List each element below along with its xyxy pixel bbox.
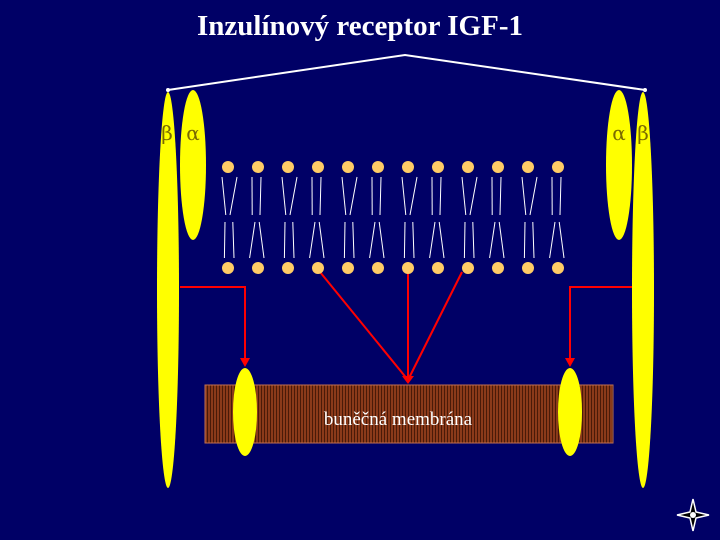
lipid-head-top	[342, 161, 354, 173]
lipid-tail	[549, 221, 556, 259]
arrowhead-left	[240, 358, 250, 367]
lipid-tail	[498, 221, 505, 259]
beta-subunit-left	[157, 92, 179, 488]
lipid-tail	[318, 221, 325, 259]
lipid-head-top	[552, 161, 564, 173]
lipid-head-top	[522, 161, 534, 173]
lipid-head-top	[222, 161, 234, 173]
lipid-tail	[341, 176, 347, 216]
compass-star-icon[interactable]	[676, 498, 710, 532]
lipid-tail	[352, 221, 355, 259]
lipid-tail	[558, 221, 565, 259]
lipid-head-bottom	[462, 262, 474, 274]
lipid-head-bottom	[252, 262, 264, 274]
lipid-head-top	[282, 161, 294, 173]
lipid-tail	[319, 176, 322, 216]
lipid-tail	[529, 176, 538, 216]
label-alpha-right: α	[612, 121, 626, 145]
lipid-head-bottom	[492, 262, 504, 274]
lipid-tail	[499, 176, 502, 216]
lipid-head-top	[372, 161, 384, 173]
lipid-tail	[401, 176, 407, 216]
lipid-tail	[232, 221, 235, 259]
lipid-tail	[349, 176, 358, 216]
lipid-head-top	[492, 161, 504, 173]
lipid-tail	[283, 221, 286, 259]
lipid-tail	[221, 176, 227, 216]
lipid-tail	[249, 221, 256, 259]
label-beta-left: β	[161, 121, 173, 145]
lipid-tail	[292, 221, 295, 259]
lipid-tail	[472, 221, 475, 259]
lipid-tail	[439, 176, 442, 216]
lipid-bilayer	[221, 161, 565, 274]
arrowhead-center	[402, 376, 414, 384]
lipid-head-top	[252, 161, 264, 173]
lipid-tail	[343, 221, 346, 259]
lipid-tail	[289, 176, 298, 216]
lipid-tail	[259, 176, 262, 216]
lipid-tail	[281, 176, 287, 216]
lipid-head-bottom	[522, 262, 534, 274]
label-beta-right: β	[637, 121, 649, 145]
lipid-tail	[378, 221, 385, 259]
membrane-subunit-right	[558, 368, 582, 456]
lipid-tail	[438, 221, 445, 259]
lipid-tail	[412, 221, 415, 259]
lipid-tail	[532, 221, 535, 259]
lipid-head-bottom	[282, 262, 294, 274]
lipid-head-top	[402, 161, 414, 173]
label-alpha-left: α	[186, 121, 200, 145]
lipid-tail	[403, 221, 406, 259]
lipid-tail	[521, 176, 527, 216]
lipid-tail	[229, 176, 238, 216]
lipid-tail	[469, 176, 478, 216]
lipid-head-top	[462, 161, 474, 173]
lipid-tail	[559, 176, 562, 216]
lipid-tail	[489, 221, 496, 259]
lipid-tail	[409, 176, 418, 216]
cell-membrane	[204, 384, 614, 444]
lipid-tail	[309, 221, 316, 259]
lipid-tail	[379, 176, 382, 216]
alpha-subunit-left	[180, 90, 206, 240]
lipid-head-top	[312, 161, 324, 173]
lipid-tail	[429, 221, 436, 259]
arrowhead-right	[565, 358, 575, 367]
lipid-head-bottom	[342, 262, 354, 274]
lipid-head-bottom	[402, 262, 414, 274]
lipid-tail	[523, 221, 526, 259]
signal-arrows	[180, 271, 632, 381]
lipid-tail	[463, 221, 466, 259]
lipid-tail	[461, 176, 467, 216]
diagram-title: Inzulínový receptor IGF-1	[197, 10, 523, 42]
lipid-head-bottom	[312, 262, 324, 274]
beta-subunit-right	[632, 92, 654, 488]
lipid-tail	[223, 221, 226, 259]
membrane-label: buněčná membrána	[324, 409, 473, 430]
lipid-head-bottom	[432, 262, 444, 274]
membrane-subunit-left	[233, 368, 257, 456]
lipid-tail	[258, 221, 265, 259]
alpha-subunit-right	[606, 90, 632, 240]
lipid-head-bottom	[552, 262, 564, 274]
lipid-tail	[369, 221, 376, 259]
bracket-line	[167, 53, 646, 91]
lipid-head-bottom	[222, 262, 234, 274]
lipid-head-top	[432, 161, 444, 173]
lipid-head-bottom	[372, 262, 384, 274]
